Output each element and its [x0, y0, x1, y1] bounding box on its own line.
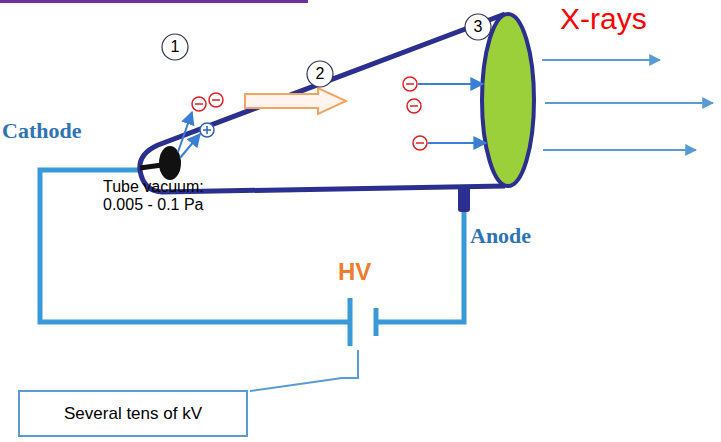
electron-symbol [209, 93, 223, 107]
cathode-label: Cathode [2, 118, 81, 144]
electron-symbol [192, 97, 206, 111]
electron-arrow [428, 142, 486, 144]
tube-envelope [140, 14, 505, 192]
x-rays-label: X-rays [560, 2, 647, 36]
x-ray-arrow [543, 149, 696, 151]
x-ray-arrow [545, 102, 713, 104]
leader-line [250, 350, 358, 391]
electron-symbol [403, 77, 417, 91]
note-text: Several tens of kV [64, 404, 202, 424]
acceleration-arrow [245, 88, 346, 114]
callout-number-text: 2 [316, 65, 325, 83]
anode-label: Anode [470, 223, 531, 249]
electron-symbol [413, 136, 427, 150]
battery-plate [374, 308, 379, 336]
electron-symbol [407, 99, 421, 113]
battery-plate [348, 298, 353, 346]
anode-target [482, 14, 534, 186]
callout-number: 2 [306, 60, 334, 88]
callout-number-text: 3 [474, 18, 483, 36]
note-box: Several tens of kV [18, 390, 248, 437]
anode-wire [378, 210, 464, 322]
cathode-stem [140, 165, 162, 168]
callout-number: 3 [464, 13, 492, 41]
hv-label: HV [338, 258, 371, 286]
vacuum-note: Tube vacuum: 0.005 - 0.1 Pa [103, 178, 225, 214]
cathode-wire [40, 170, 348, 322]
electron-arrow [418, 83, 483, 85]
accent-bar [0, 0, 308, 3]
x-ray-arrow [542, 59, 660, 61]
callout-number: 1 [161, 33, 189, 61]
anode-post [458, 186, 470, 212]
ion-symbol [200, 123, 214, 137]
emission-arrow [180, 134, 200, 158]
callout-number-text: 1 [171, 38, 180, 56]
